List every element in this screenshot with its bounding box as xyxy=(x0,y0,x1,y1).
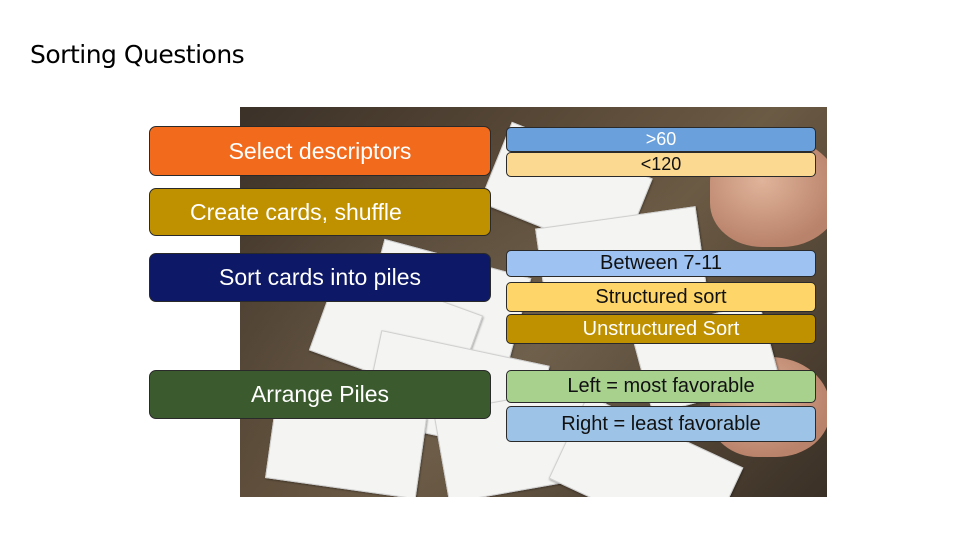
detail-unstructured-sort: Unstructured Sort xyxy=(506,314,816,344)
step-label: Sort cards into piles xyxy=(219,264,421,290)
detail-right-favorable: Right = least favorable xyxy=(506,406,816,442)
detail-max-cards: >60 xyxy=(506,127,816,152)
detail-label: >60 xyxy=(645,129,677,149)
step-create-cards: Create cards, shuffle xyxy=(149,188,491,236)
detail-label: Structured sort xyxy=(595,285,727,308)
step-select-descriptors: Select descriptors xyxy=(149,126,491,176)
step-label: Create cards, shuffle xyxy=(190,198,402,225)
detail-label: Unstructured Sort xyxy=(582,317,740,340)
detail-min-cards: <120 xyxy=(506,152,816,177)
step-label: Arrange Piles xyxy=(250,381,390,407)
detail-left-favorable: Left = most favorable xyxy=(506,370,816,403)
detail-label: Right = least favorable xyxy=(561,412,761,435)
detail-pile-count: Between 7-11 xyxy=(506,250,816,277)
step-arrange-piles: Arrange Piles xyxy=(149,370,491,419)
step-sort-cards: Sort cards into piles xyxy=(149,253,491,302)
detail-label: Between 7-11 xyxy=(600,252,722,274)
detail-structured-sort: Structured sort xyxy=(506,282,816,312)
page-title: Sorting Questions xyxy=(30,40,245,69)
detail-label: Left = most favorable xyxy=(567,375,755,397)
detail-label: <120 xyxy=(640,154,682,174)
step-label: Select descriptors xyxy=(228,137,412,164)
